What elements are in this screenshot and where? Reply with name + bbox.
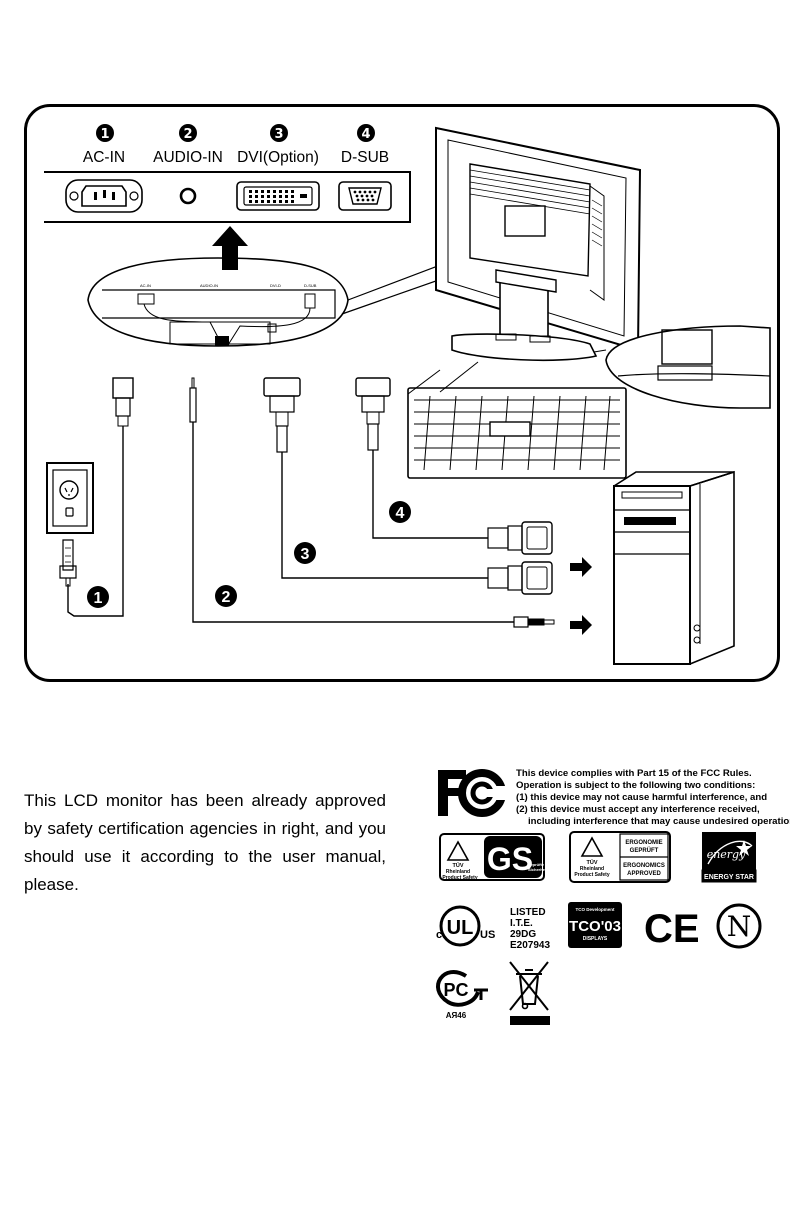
port-header-2: 2 AUDIO-IN [153,124,223,166]
fcc-logo-icon [438,769,506,817]
magnified-base [407,361,627,479]
intro-paragraph: This LCD monitor has been already approv… [24,791,386,894]
d-sub-port-icon [338,181,392,211]
ul-listed-line: I.T.E. [510,918,533,929]
tuv-label: TÜV [453,862,464,869]
tuv-line: Product Safety [442,875,478,881]
gs-label: GS [487,841,533,877]
port-panel [44,171,411,223]
ergo-text: ERGONOMICS [623,863,665,869]
tco-label: TCO'03 [569,918,621,935]
ul-us: US [480,929,495,941]
port-label-d-sub: D-SUB [341,149,389,166]
pct-mark-icon: PC AЯ46 [436,970,488,1020]
magnified-back-panel: AC-IN AUDIO-IN DVI-D D-SUB [87,249,491,347]
port-number: 1 [100,127,109,142]
port-number: 4 [361,127,370,142]
n-mark-letter: N [727,910,752,943]
tuv-line: Rheinland [446,869,470,875]
audio-in-jack-icon [179,187,197,205]
magnified-stand [593,325,771,409]
step-number: 2 [222,589,231,606]
tuv-line: Product Safety [574,872,610,878]
fcc-line: (1) this device may not cause harmful in… [516,792,767,803]
dvi-cable [263,377,553,595]
gs-small: geprüfte [528,862,545,867]
fcc-line: This device complies with Part 15 of the… [516,768,752,779]
step-badge-3: 3 [294,542,316,564]
step-number: 4 [396,505,405,522]
pct-code: AЯ46 [446,1011,467,1020]
fcc-line: including interference that may cause un… [528,816,790,827]
step-number: 3 [301,546,310,563]
fcc-line: (2) this device must accept any interfer… [516,804,760,815]
port-label-audio-in: AUDIO-IN [153,149,223,166]
port-label-ac-in: AC-IN [83,149,125,166]
audio-cable [189,377,555,628]
tco-top: TCO Development [575,907,615,912]
port-header-4: 4 D-SUB [341,124,389,166]
port-label-dvi: DVI(Option) [237,149,319,166]
tuv-gs-mark-icon: TÜV Rheinland Product Safety GS geprüfte… [439,833,548,881]
port-headers: 1 AC-IN 2 AUDIO-IN 3 DVI(Option) 4 D-SUB [83,124,389,166]
ul-c: c [436,929,442,941]
ac-in-socket-icon [65,179,143,213]
energy-star-label: ENERGY STAR [704,874,754,881]
svg-text:D-SUB: D-SUB [304,283,317,288]
power-cable [59,377,134,617]
right-arrow-icons [570,557,592,635]
tco-sub: DISPLAYS [583,936,608,942]
d-sub-cable [355,377,553,555]
certification-marks: This device complies with Part 15 of the… [436,768,790,1025]
port-header-1: 1 AC-IN [83,124,125,166]
ul-label: UL [447,917,474,939]
ergo-text: ERGONOMIE [625,840,662,846]
step-badge-2: 2 [215,585,237,607]
energy-star-mark-icon: energy ENERGY STAR [701,832,757,883]
step-badge-1: 1 [87,586,109,608]
port-number: 2 [183,127,192,142]
svg-text:AC-IN: AC-IN [140,283,151,288]
ul-listed-mark-icon: UL c US LISTED I.T.E. 29DG E207943 [436,905,550,951]
tuv-ergonomics-mark-icon: TÜV Rheinland Product Safety ERGONOMIE G… [569,831,671,883]
monitor-illustration [435,126,642,362]
step-badge-4: 4 [389,501,411,523]
svg-text:DVI-D: DVI-D [270,283,281,288]
right-arrow-icon [570,557,592,577]
svg-text:AUDIO-IN: AUDIO-IN [200,283,218,288]
fcc-statement: This device complies with Part 15 of the… [516,768,790,827]
pc-tower-icon [613,470,735,665]
ergo-text: APPROVED [627,871,661,877]
energy-script: energy [707,848,746,861]
right-arrow-icon [570,615,592,635]
ul-listed-line: 29DG [510,929,536,940]
n-mark-icon: N [716,903,762,949]
step-number: 1 [94,590,103,607]
ce-mark-icon: CE [644,907,700,951]
weee-bin-icon [509,961,550,1025]
tuv-label: TÜV [587,859,598,866]
ul-listed-line: E207943 [510,940,550,951]
wall-outlet-icon [46,462,94,534]
ergo-text: GEPRÜFT [630,847,659,854]
step-badges: 1 2 3 4 [87,501,411,608]
tco03-mark-icon: TCO Development TCO'03 DISPLAYS [568,902,622,948]
pct-letters: PC [443,980,468,1000]
dvi-port-icon [236,181,320,211]
fcc-line: Operation is subject to the following tw… [516,780,755,791]
ul-listed-line: LISTED [510,907,546,918]
diagram-frame [24,104,780,682]
port-number: 3 [274,127,283,142]
gs-small: Sicherheit [528,867,548,872]
up-arrow-icon [212,226,248,270]
connection-diagram: 1 AC-IN 2 AUDIO-IN 3 DVI(Option) 4 D-SUB [44,124,771,665]
port-header-3: 3 DVI(Option) [237,124,319,166]
tuv-line: Rheinland [580,866,604,872]
